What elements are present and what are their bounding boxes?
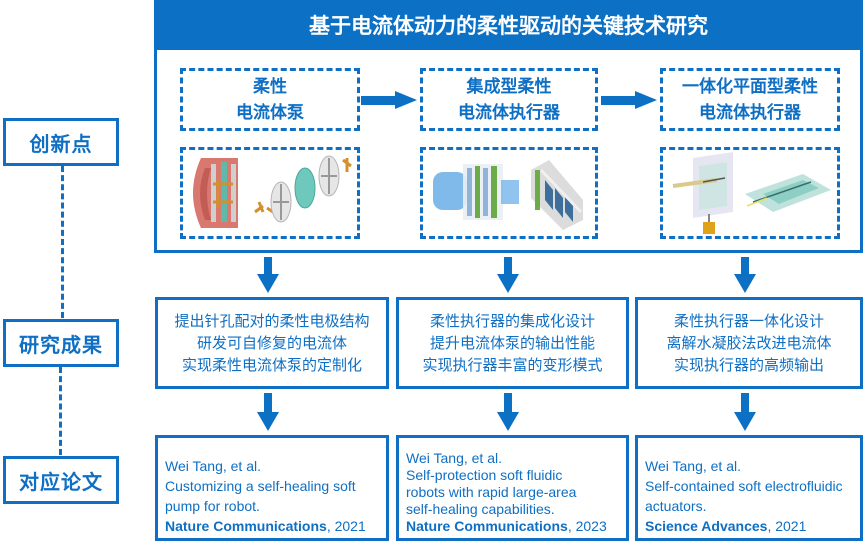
result-box-integrated: 柔性执行器的集成化设计 提升电流体泵的输出性能 实现执行器丰富的变形模式 (396, 297, 629, 389)
concept-box-pump: 柔性 电流体泵 (180, 68, 360, 131)
concept-box-planar: 一体化平面型柔性 电流体执行器 (660, 68, 840, 131)
paper-year: , 2021 (326, 518, 366, 534)
concept-line: 电流体执行器 (458, 102, 560, 123)
paper-title-line: actuators. (645, 498, 707, 514)
concept-box-integrated: 集成型柔性 电流体执行器 (420, 68, 598, 131)
result-line: 实现柔性电流体泵的定制化 (181, 356, 362, 374)
arrow-right-icon (361, 91, 417, 109)
paper-title-line: robots with rapid large-area (406, 484, 577, 500)
integrated-actuator-illustration (433, 160, 583, 230)
paper-box-planar: Wei Tang, et al. Self-contained soft ele… (635, 435, 863, 541)
page-title: 基于电流体动力的柔性驱动的关键技术研究 (154, 0, 863, 50)
arrow-down-icon (497, 257, 519, 293)
arrow-down-icon (497, 393, 519, 431)
concept-line: 集成型柔性 (466, 76, 552, 97)
paper-journal: Nature Communications (165, 518, 327, 534)
result-line: 提出针孔配对的柔性电极结构 (174, 312, 370, 330)
label-papers: 对应论文 (3, 456, 119, 504)
paper-authors: Wei Tang, et al. (165, 458, 261, 474)
connector-dashed-line (59, 367, 62, 455)
result-box-pump: 提出针孔配对的柔性电极结构 研发可自修复的电流体 实现柔性电流体泵的定制化 (155, 297, 389, 389)
result-box-planar: 柔性执行器一体化设计 离解水凝胶法改进电流体 实现执行器的高频输出 (635, 297, 863, 389)
result-line: 实现执行器丰富的变形模式 (422, 356, 603, 374)
paper-journal: Science Advances (645, 518, 768, 534)
label-innovation: 创新点 (3, 118, 119, 166)
arrow-down-icon (734, 393, 756, 431)
paper-authors: Wei Tang, et al. (406, 450, 502, 466)
concept-line: 电流体泵 (236, 102, 304, 123)
result-line: 研发可自修复的电流体 (196, 334, 347, 352)
concept-line: 一体化平面型柔性 (682, 76, 818, 97)
paper-box-integrated: Wei Tang, et al. Self-protection soft fl… (396, 435, 629, 541)
paper-title-line: pump for robot. (165, 498, 260, 514)
result-line: 柔性执行器的集成化设计 (429, 312, 595, 330)
paper-year: , 2021 (767, 518, 807, 534)
exploded-pump-illustration (193, 155, 352, 228)
paper-box-pump: Wei Tang, et al. Customizing a self-heal… (155, 435, 389, 541)
illustration-box-planar (660, 147, 840, 239)
result-line: 提升电流体泵的输出性能 (429, 334, 595, 352)
paper-title-line: self-healing capabilities. (406, 501, 555, 517)
result-line: 柔性执行器一体化设计 (673, 312, 824, 330)
paper-title-line: Self-contained soft electrofluidic (645, 478, 843, 494)
paper-title-line: Self-protection soft fluidic (406, 467, 563, 483)
arrow-down-icon (257, 393, 279, 431)
concept-line: 电流体执行器 (699, 102, 801, 123)
arrow-down-icon (257, 257, 279, 293)
concept-line: 柔性 (253, 76, 287, 97)
arrow-down-icon (734, 257, 756, 293)
arrow-right-icon (601, 91, 657, 109)
result-line: 离解水凝胶法改进电流体 (666, 334, 832, 352)
paper-authors: Wei Tang, et al. (645, 458, 741, 474)
illustration-box-pump (180, 147, 360, 239)
label-results: 研究成果 (3, 319, 119, 367)
illustration-box-integrated (420, 147, 598, 239)
result-line: 实现执行器的高频输出 (673, 356, 824, 374)
planar-actuator-illustration (672, 152, 831, 234)
paper-year: , 2023 (567, 518, 607, 534)
paper-title-line: Customizing a self-healing soft (165, 478, 356, 494)
connector-dashed-line (61, 166, 64, 318)
paper-journal: Nature Communications (406, 518, 568, 534)
